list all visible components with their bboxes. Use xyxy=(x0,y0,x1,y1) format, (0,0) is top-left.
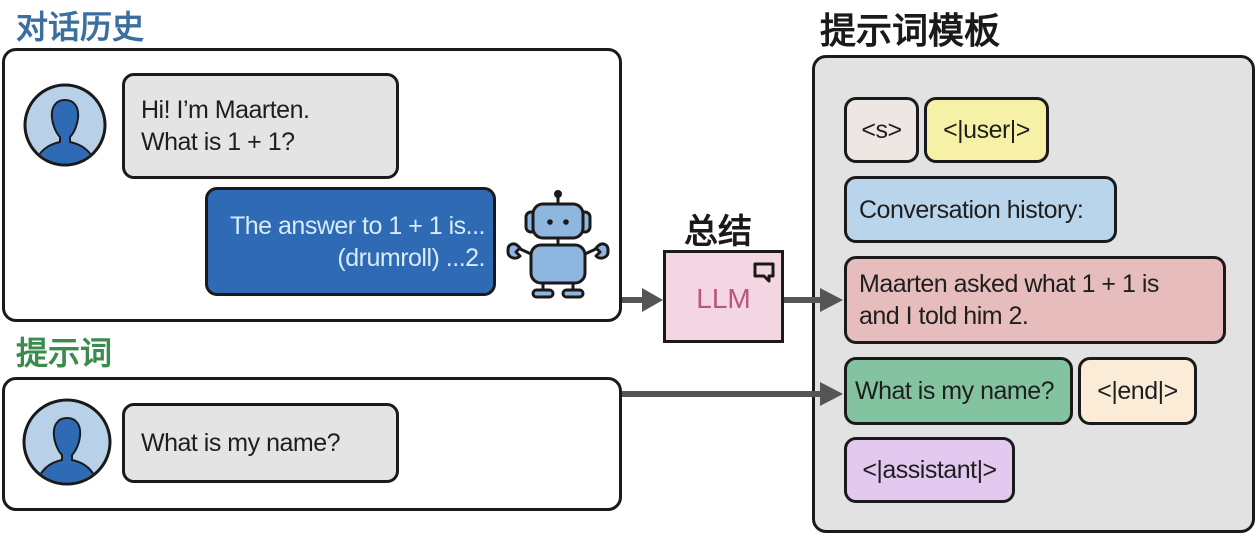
assistant-message-bubble: The answer to 1 + 1 is... (drumroll) ...… xyxy=(205,187,496,296)
user-message-line: What is 1 + 1? xyxy=(141,128,295,156)
token-start-chip: <s> xyxy=(844,97,919,163)
history-header-chip: Conversation history: xyxy=(844,176,1117,243)
token-end-text: <|end|> xyxy=(1097,377,1178,405)
prompt-message-text: What is my name? xyxy=(141,429,341,457)
token-assistant-chip: <|assistant|> xyxy=(844,437,1015,503)
llm-label: LLM xyxy=(696,283,751,314)
summary-line: Maarten asked what 1 + 1 is xyxy=(859,270,1159,298)
question-text: What is my name? xyxy=(855,377,1055,405)
llm-box: LLM xyxy=(663,250,784,343)
user-message-line: Hi! I’m Maarten. xyxy=(141,96,310,124)
user-avatar-icon xyxy=(22,398,112,486)
prompt-message-bubble: What is my name? xyxy=(122,403,399,483)
robot-icon xyxy=(506,190,610,299)
question-chip: What is my name? xyxy=(844,357,1073,425)
summary-chip: Maarten asked what 1 + 1 is and I told h… xyxy=(844,256,1226,344)
token-assistant-text: <|assistant|> xyxy=(862,456,997,484)
user-avatar-icon xyxy=(23,83,107,167)
summary-line: and I told him 2. xyxy=(859,302,1029,330)
summarizer-label: 总结 xyxy=(684,212,752,252)
template-section-title: 提示词模板 xyxy=(820,11,1001,52)
history-section-title: 对话历史 xyxy=(16,8,145,46)
assistant-message-line: (drumroll) ...2. xyxy=(337,243,485,272)
token-end-chip: <|end|> xyxy=(1078,357,1197,425)
user-message-bubble: Hi! I’m Maarten. What is 1 + 1? xyxy=(122,73,399,179)
assistant-message-line: The answer to 1 + 1 is... xyxy=(230,211,486,240)
token-user-text: <|user|> xyxy=(943,116,1030,144)
arrow-history-to-llm-head xyxy=(642,288,663,312)
avatar-silhouette xyxy=(32,98,98,164)
history-header-text: Conversation history: xyxy=(859,195,1084,224)
prompt-section-title: 提示词 xyxy=(16,334,113,372)
avatar-silhouette xyxy=(34,416,100,483)
token-start-text: <s> xyxy=(861,116,902,144)
token-user-chip: <|user|> xyxy=(924,97,1049,163)
speech-bubble-icon xyxy=(753,262,775,283)
